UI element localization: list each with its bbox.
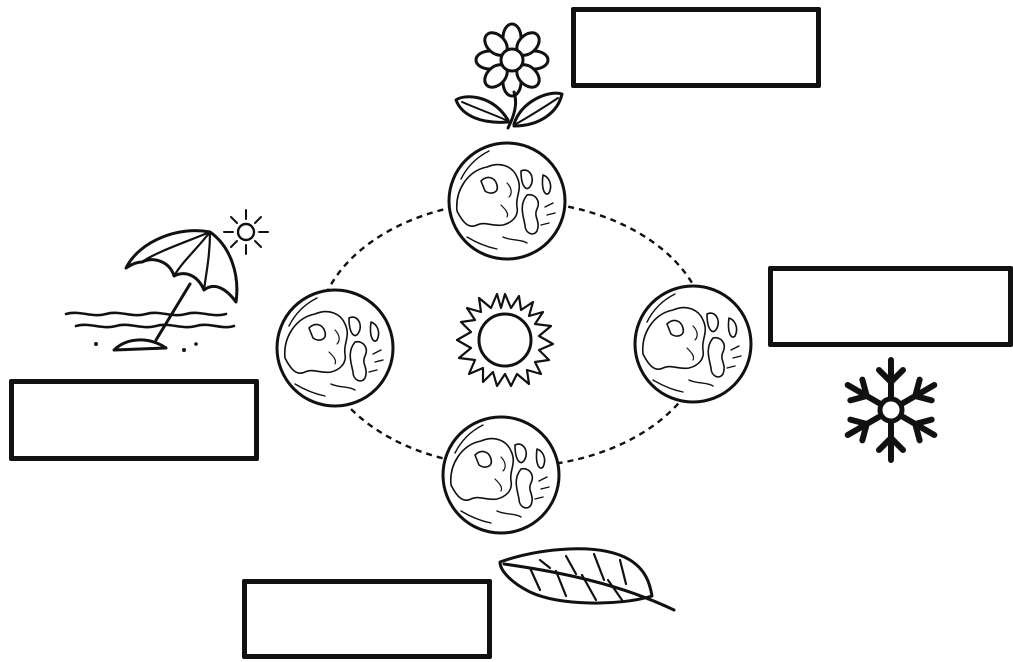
snowflake-icon	[842, 360, 941, 460]
earth-top	[449, 143, 565, 259]
label-box-bottom[interactable]	[242, 579, 492, 659]
earth-left	[277, 290, 393, 406]
label-box-right[interactable]	[768, 266, 1013, 347]
earth-right	[635, 286, 751, 402]
small-sun-icon	[224, 210, 268, 254]
beach-umbrella-icon	[66, 210, 268, 352]
label-box-left[interactable]	[9, 379, 259, 461]
flower-icon	[456, 24, 562, 128]
earth-bottom	[443, 417, 559, 533]
label-box-top[interactable]	[571, 7, 821, 88]
sun-icon	[457, 294, 553, 386]
leaf-icon	[500, 549, 674, 610]
